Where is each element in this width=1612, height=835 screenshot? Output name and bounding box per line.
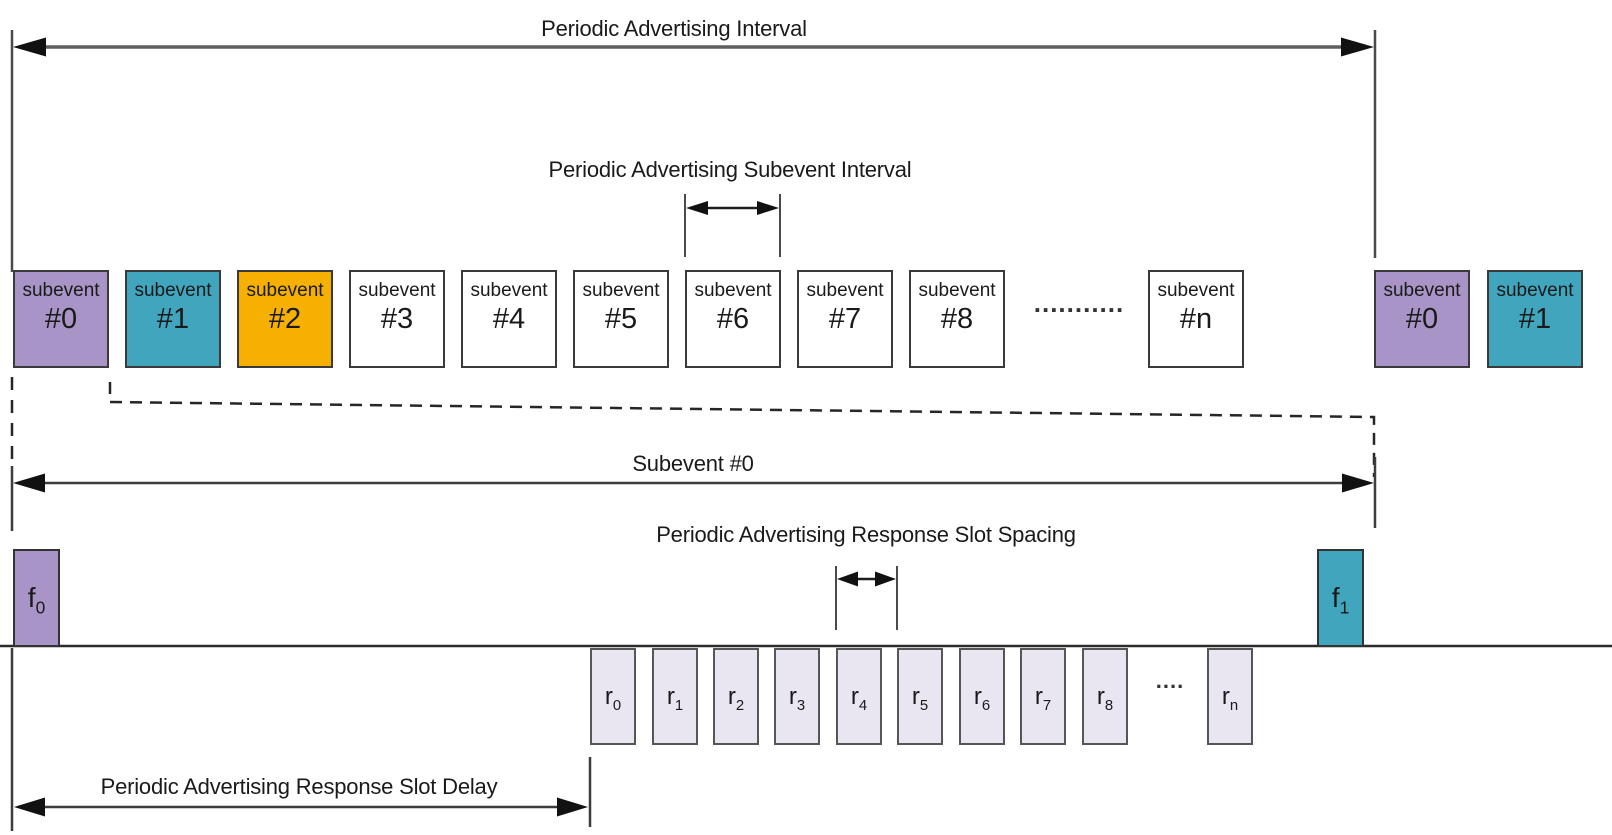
interval-arrowhead-right: [1341, 37, 1374, 57]
response-slot-box: r3: [774, 648, 820, 745]
subevent-interval-arrowhead-right: [757, 201, 779, 215]
response-slot-delay-label: Periodic Advertising Response Slot Delay: [100, 774, 498, 799]
response-slot-box: r6: [959, 648, 1005, 745]
subevent-box: subevent #3: [349, 270, 445, 368]
periodic-advertising-interval-label: Periodic Advertising Interval: [541, 16, 807, 41]
subevent-box-number: #4: [492, 303, 526, 335]
subevent-box-word: subevent: [1496, 280, 1574, 301]
subevent-box-number: #5: [604, 303, 638, 335]
response-slot-spacing-label: Periodic Advertising Response Slot Spaci…: [656, 522, 1076, 547]
response-slot-label: r0: [604, 682, 622, 714]
subevent-box-number: #0: [44, 303, 78, 335]
subevent-box-number: #8: [940, 303, 974, 335]
response-slot-box: r4: [836, 648, 882, 745]
subevent-box: subevent #6: [685, 270, 781, 368]
subevent-interval-label: Periodic Advertising Subevent Interval: [548, 157, 912, 182]
response-slot-box: r8: [1082, 648, 1128, 745]
subevent-box: subevent #4: [461, 270, 557, 368]
subevent-box: subevent #8: [909, 270, 1005, 368]
subevent0-arrowhead-right: [1342, 473, 1374, 493]
slot-spacing-arrowhead-right: [875, 571, 896, 587]
periodic-advertising-interval-arrow: [10, 30, 1377, 272]
subevent-box: subevent #1: [1487, 270, 1583, 368]
response-slot-ellipsis: ....: [1155, 668, 1185, 693]
subevent-box-word: subevent: [246, 280, 324, 301]
subevent-box-word: subevent: [694, 280, 772, 301]
subevent0-arrowhead-left: [13, 473, 45, 493]
subevent-box-word: subevent: [22, 280, 100, 301]
subevent-box-number: #0: [1405, 303, 1439, 335]
subevent-box-word: subevent: [918, 280, 996, 301]
response-slot-spacing-arrow: [835, 566, 898, 630]
response-slot-label: r8: [1096, 682, 1114, 714]
response-slot-label: r2: [727, 682, 745, 714]
subevent-box-number: #1: [156, 303, 190, 335]
subevent-interval-arrow: [684, 194, 781, 257]
response-slot-box: r7: [1020, 648, 1066, 745]
subevent-box: subevent #n: [1148, 270, 1244, 368]
response-slot-box: r0: [590, 648, 636, 745]
delay-arrowhead-left: [14, 797, 45, 817]
subevent-box: subevent #1: [125, 270, 221, 368]
subevent-box: subevent #0: [1374, 270, 1470, 368]
subevent-box-word: subevent: [1383, 280, 1461, 301]
response-slot-label: r4: [850, 682, 868, 714]
subevent-box-word: subevent: [806, 280, 884, 301]
response-slot-label: r5: [911, 682, 929, 714]
response-slot-box: rn: [1207, 648, 1253, 745]
subevent-box: subevent #5: [573, 270, 669, 368]
subevent-box: subevent #2: [237, 270, 333, 368]
subevent-box-number: #1: [1518, 303, 1552, 335]
slot-spacing-arrowhead-left: [837, 571, 858, 587]
response-slot-delay-arrow: [10, 648, 592, 831]
delay-arrowhead-right: [557, 797, 588, 817]
subevent0-label: Subevent #0: [632, 451, 754, 476]
response-slot-box: r5: [897, 648, 943, 745]
subevent-box-word: subevent: [470, 280, 548, 301]
subevent-box-number: #3: [380, 303, 414, 335]
response-slot-label: r6: [973, 682, 991, 714]
subevent-box: subevent #0: [13, 270, 109, 368]
f0-label: f0: [27, 582, 46, 618]
subevent-box-word: subevent: [582, 280, 660, 301]
subevent-box-number: #n: [1179, 303, 1213, 335]
response-slot-label: r1: [666, 682, 684, 714]
subevent-box-number: #2: [268, 303, 302, 335]
f0-packet-box: f0: [13, 549, 60, 647]
response-slot-box: r2: [713, 648, 759, 745]
subevent-box: subevent #7: [797, 270, 893, 368]
subevent-interval-arrowhead-left: [686, 201, 708, 215]
response-slot-box: r1: [652, 648, 698, 745]
response-slot-label: r7: [1034, 682, 1052, 714]
interval-arrowhead-left: [13, 37, 46, 57]
f1-label: f1: [1331, 582, 1350, 618]
subevent-box-word: subevent: [1157, 280, 1235, 301]
f1-packet-box: f1: [1317, 549, 1364, 647]
response-slot-label: r3: [788, 682, 806, 714]
subevent-box-word: subevent: [134, 280, 212, 301]
subevent-row-ellipsis: ...........: [1033, 288, 1125, 318]
subevent-box-word: subevent: [358, 280, 436, 301]
subevent-box-number: #6: [716, 303, 750, 335]
response-slot-label: rn: [1221, 682, 1239, 714]
subevent-box-number: #7: [828, 303, 862, 335]
